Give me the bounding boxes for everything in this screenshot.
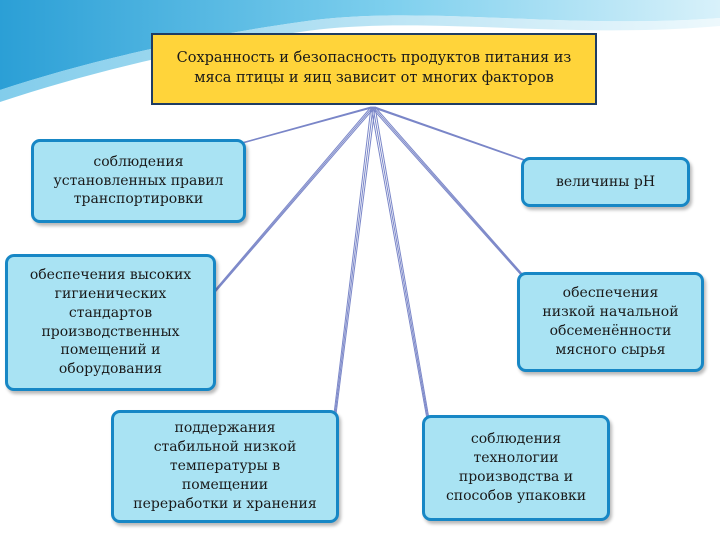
connector-temp (333, 106, 372, 415)
factor-technology-box: соблюдения технологии производства и спо… (422, 415, 610, 521)
connector-contam (370, 106, 523, 277)
connector-tech (374, 106, 430, 420)
factor-ph-box: величины pH (521, 157, 690, 207)
connector-temp (334, 106, 374, 415)
connector-contam (374, 106, 525, 277)
factor-hygiene-text: обеспечения высоких гигиенических станда… (29, 266, 192, 378)
connector-hygiene (213, 106, 374, 293)
diagram-title-text: Сохранность и безопасность продуктов пит… (176, 50, 572, 86)
factor-temperature-text: поддержания стабильной низкой температур… (133, 420, 317, 512)
factor-temperature-box: поддержания стабильной низкой температур… (111, 410, 339, 523)
connector-ph (374, 106, 529, 162)
connector-tech (372, 106, 429, 420)
diagram-title-box: Сохранность и безопасность продуктов пит… (151, 33, 597, 105)
factor-ph-text: величины pH (555, 173, 656, 190)
factor-transport-box: соблюдения установленных правил транспор… (31, 139, 246, 223)
factor-transport-text: соблюдения установленных правил транспор… (53, 153, 224, 208)
factor-contamination-box: обеспечения низкой начальной обсеменённо… (517, 272, 704, 372)
factor-hygiene-box: обеспечения высоких гигиенических станда… (5, 254, 216, 391)
connector-transport (242, 106, 376, 144)
connector-hygiene (212, 106, 372, 293)
connector-contam (372, 106, 524, 277)
factor-contamination-text: обеспечения низкой начальной обсеменённо… (542, 285, 679, 358)
connector-hygiene (214, 106, 376, 293)
connector-temp (335, 106, 376, 415)
factor-technology-text: соблюдения технологии производства и спо… (445, 431, 587, 504)
connector-tech (370, 106, 428, 420)
